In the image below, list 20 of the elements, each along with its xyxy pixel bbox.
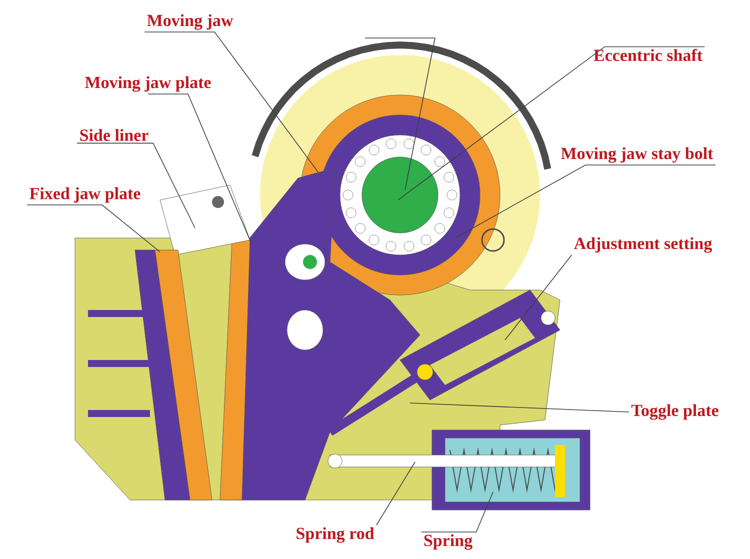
part-label: Eccentric shaft <box>594 48 702 62</box>
leader-line <box>148 94 252 246</box>
part-label: Moving jaw <box>147 14 234 30</box>
leader-line <box>504 254 572 340</box>
leader-line <box>76 142 196 228</box>
leader-line <box>398 46 706 200</box>
part-label: Fixed jaw plate <box>30 187 140 203</box>
leader-line <box>144 32 318 172</box>
part-label: Moving jaw plate <box>85 76 211 92</box>
part-label: Spring <box>424 534 472 550</box>
leader-line <box>26 204 160 252</box>
part-label: Moving jaw stay bolt <box>561 147 714 163</box>
part-label: Toggle plate <box>631 404 718 420</box>
leader-line <box>376 462 416 526</box>
leader-line <box>420 492 494 532</box>
part-label: Side liner <box>80 129 148 141</box>
part-label: Adjustment setting <box>574 237 712 253</box>
part-label: Spring rod <box>296 527 374 543</box>
leader-line <box>454 164 716 238</box>
leader-line <box>410 402 630 412</box>
